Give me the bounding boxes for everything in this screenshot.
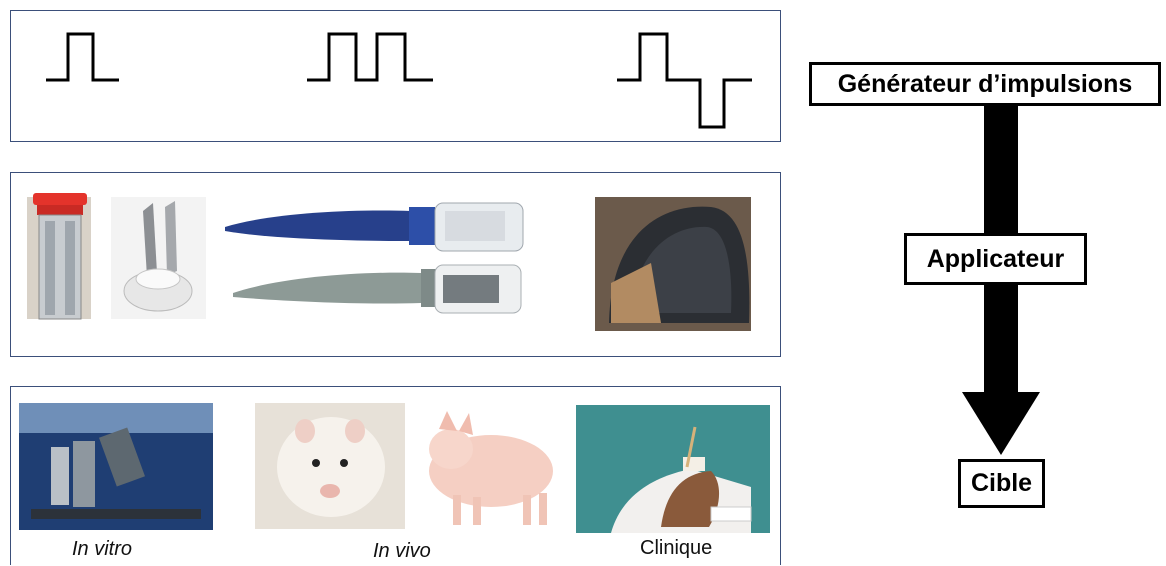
- pulse-waveforms: [11, 11, 782, 143]
- applicators-panel: [10, 172, 781, 357]
- applicator-illustrations: [11, 173, 782, 358]
- needle-applicator-grey-image: [233, 265, 521, 313]
- single-monopolar-pulse: [46, 34, 119, 80]
- pig-image: [429, 411, 553, 525]
- hamster-image: [255, 403, 405, 529]
- targets-panel: In vitro In vivo Clinique: [10, 386, 781, 565]
- clinical-patient-image: [576, 405, 770, 533]
- pulse-waveforms-panel: [10, 10, 781, 142]
- in-vivo-caption: In vivo: [373, 540, 431, 563]
- needle-applicator-blue-image: [225, 203, 523, 251]
- cuvette-image: [27, 193, 91, 319]
- plate-electrode-image: [111, 197, 206, 319]
- hemispherical-applicator-image: [595, 197, 751, 331]
- applicator-label: Applicateur: [904, 233, 1087, 285]
- double-monopolar-pulse: [307, 34, 433, 80]
- pulse-generator-label: Générateur d’impulsions: [809, 62, 1161, 106]
- microscope-image: [19, 403, 213, 530]
- bipolar-pulse: [617, 34, 752, 127]
- clinical-caption: Clinique: [640, 537, 712, 560]
- target-label: Cible: [958, 459, 1045, 508]
- in-vitro-caption: In vitro: [72, 538, 132, 561]
